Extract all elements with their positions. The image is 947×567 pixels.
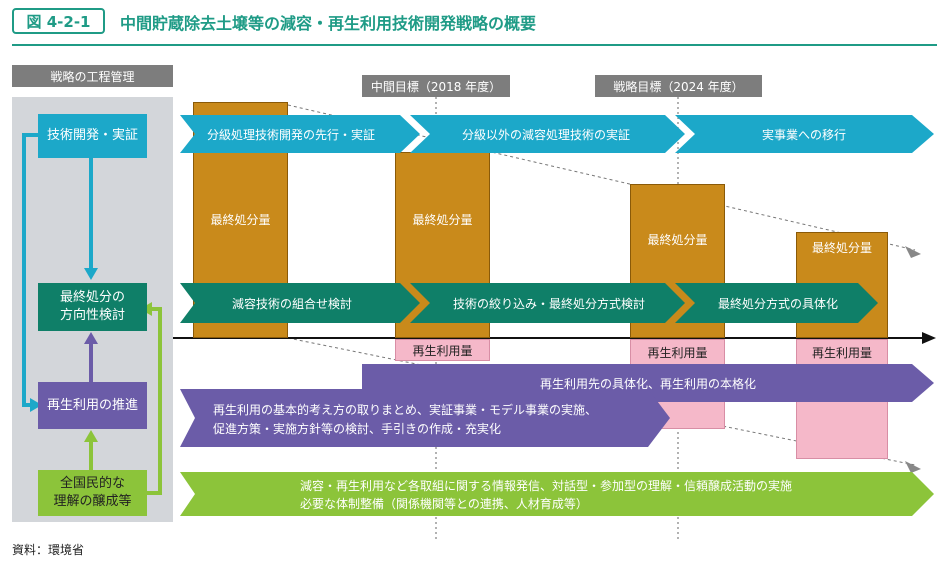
final-amount-label: 最終処分量: [647, 233, 708, 247]
final-arrow-3-label: 最終処分方式の具体化: [718, 297, 839, 311]
public-arrow: [180, 472, 934, 516]
public-box-line1: 全国民的な: [59, 476, 125, 491]
final-arrow-2-label: 技術の絞り込み・最終処分方式検討: [453, 297, 646, 311]
recycle-top-label: 再生利用先の具体化、再生利用の本格化: [540, 377, 757, 391]
tech-arrow-3-label: 実事業への移行: [762, 128, 847, 142]
public-understanding-box: 全国民的な 理解の醸成等: [38, 470, 147, 516]
figure-number: 図 4-2-1: [12, 8, 105, 34]
tech-arrow-3: [675, 115, 934, 153]
figure-title: 中間貯蔵除去土壌等の減容・再生利用技術開発戦略の概要: [120, 14, 537, 33]
connector-public-to-recycle-head: [84, 430, 98, 442]
final-arrow-2: [410, 283, 685, 323]
connector-tech-to-recycle-head: [30, 398, 42, 412]
tech-arrow-2: [410, 115, 685, 153]
mid-target-header: 中間目標（2018 年度）: [362, 75, 510, 97]
final-disposal-box-line2: 方向性検討: [59, 308, 125, 323]
recycle-arrow-main: [180, 389, 670, 447]
final-disposal-box: 最終処分の 方向性検討: [38, 283, 147, 331]
connector-recycle-to-final-head: [84, 332, 98, 344]
final-amount-label: 最終処分量: [811, 241, 872, 255]
title-divider: [12, 44, 937, 46]
final-disposal-box-line1: 最終処分の: [59, 290, 125, 305]
recycle-promotion-box: 再生利用の推進: [38, 382, 147, 429]
left-column-header: 戦略の工程管理: [12, 65, 173, 87]
final-amount-label: 最終処分量: [412, 213, 473, 227]
timeline-arrowhead: [922, 332, 936, 344]
final-arrow-1-label: 減容技術の組合せ検討: [232, 297, 353, 311]
recycle-trend-arrowhead: [905, 461, 921, 473]
connector-tech-to-recycle: [22, 133, 38, 407]
public-box-line2: 理解の醸成等: [53, 494, 132, 509]
public-label-line2: 必要な体制整備（関係機関等との連携、人材育成等）: [300, 497, 588, 511]
final-arrow-1: [180, 283, 420, 323]
final-trend-line: [287, 104, 916, 251]
strategy-target-header: 戦略目標（2024 年度）: [595, 75, 762, 97]
tech-arrow-1: [180, 115, 420, 153]
final-arrow-3: [675, 283, 878, 323]
final-amount-label: 最終処分量: [210, 213, 271, 227]
tech-arrow-2-label: 分級以外の減容処理技術の実証: [462, 128, 631, 142]
recycle-main-label-line1: 再生利用の基本的考え方の取りまとめ、実証事業・モデル事業の実施、: [213, 403, 598, 417]
public-label-line1: 減容・再生利用など各取組に関する情報発信、対話型・参加型の理解・信頼醸成活動の実…: [300, 479, 793, 493]
final-trend-arrowhead: [905, 246, 921, 258]
tech-dev-box: 技術開発・実証: [38, 114, 147, 158]
tech-arrow-1-label: 分級処理技術開発の先行・実証: [207, 128, 376, 142]
connector-public-to-final: [146, 307, 162, 495]
source-note: 資料：環境省: [12, 543, 85, 557]
connector-tech-to-final-head: [84, 268, 98, 280]
recycle-main-label-line2: 促進方策・実施方針等の検討、手引きの作成・充実化: [213, 422, 502, 436]
recycle-amount-bar-2018: 再生利用量: [395, 339, 490, 361]
